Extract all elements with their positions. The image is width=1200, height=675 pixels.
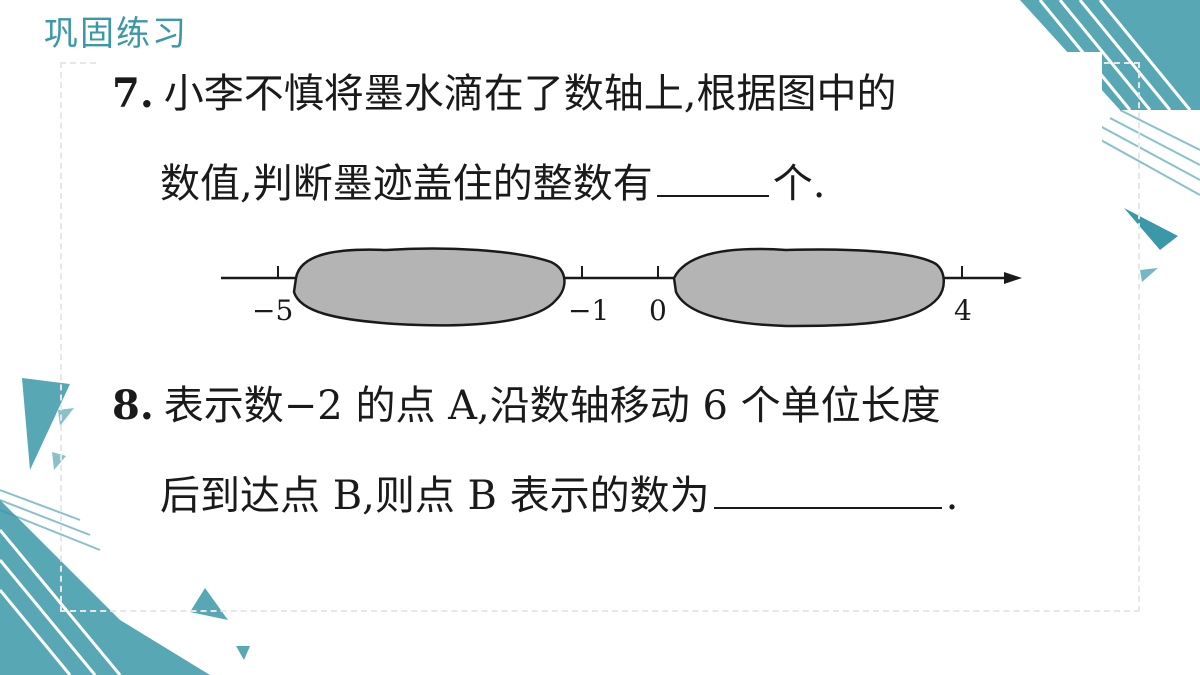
bottom-triangle xyxy=(190,588,228,620)
question-7-line-2: 数值,判断墨迹盖住的整数有 个. xyxy=(160,164,825,204)
question-7-number: 7. xyxy=(112,70,154,117)
number-line-arrow xyxy=(1004,272,1022,284)
left-triangle-small-2 xyxy=(52,452,66,470)
question-7-answer-blank[interactable] xyxy=(656,194,769,197)
question-8-number: 8. xyxy=(112,382,154,429)
question-7-line-1: 7.小李不慎将墨水滴在了数轴上,根据图中的 xyxy=(112,71,897,117)
question-panel: 7.小李不慎将墨水滴在了数轴上,根据图中的 数值,判断墨迹盖住的整数有 个. −5… xyxy=(98,52,1102,532)
question-8-line-1: 8.表示数−2 的点 A,沿数轴移动 6 个单位长度 xyxy=(112,383,941,429)
question-7-text-after: 个. xyxy=(772,161,826,207)
right-triangle-small xyxy=(1140,268,1158,282)
question-7-text-1: 小李不慎将墨水滴在了数轴上,根据图中的 xyxy=(163,71,897,117)
top-right-stripes xyxy=(1020,0,1200,196)
left-triangle-small-1 xyxy=(58,408,74,426)
bottom-triangle-small xyxy=(236,646,250,660)
question-7-text-2: 数值,判断墨迹盖住的整数有 xyxy=(160,161,653,207)
question-8-line-2: 后到达点 B,则点 B 表示的数为. xyxy=(160,476,958,516)
question-8-text-2: 后到达点 B,则点 B 表示的数为 xyxy=(160,473,710,519)
question-8-text-after: . xyxy=(945,473,959,519)
ink-blot-left xyxy=(292,247,566,327)
tick-label-neg5: −5 xyxy=(252,294,293,327)
number-line: −5 −1 0 4 xyxy=(221,247,1022,328)
tick-label-4: 4 xyxy=(954,294,972,327)
question-8-answer-blank[interactable] xyxy=(713,506,942,509)
left-triangle-large xyxy=(22,378,70,470)
ink-blot-right xyxy=(672,247,945,328)
right-triangle-large xyxy=(1124,208,1178,250)
question-8-text-1: 表示数−2 的点 A,沿数轴移动 6 个单位长度 xyxy=(163,383,941,429)
tick-label-0: 0 xyxy=(649,294,667,327)
slide-title: 巩固练习 xyxy=(44,14,188,54)
tick-label-neg1: −1 xyxy=(568,294,609,327)
